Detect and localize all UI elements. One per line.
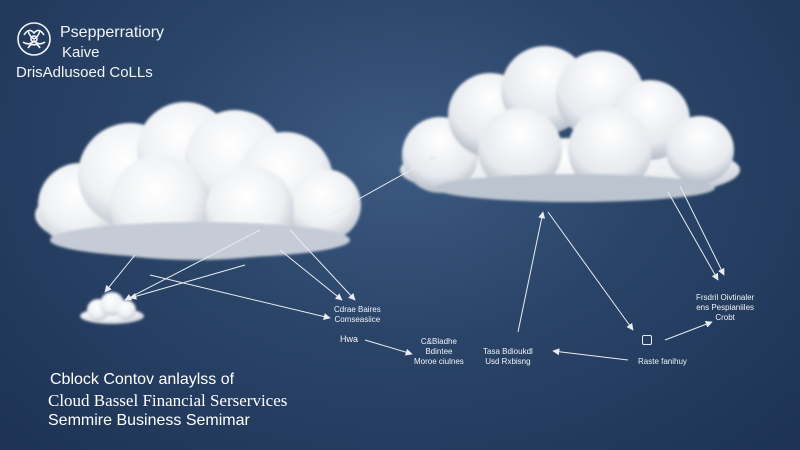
node-4-line-2: Usd Rxbisng	[485, 357, 531, 366]
node-6: Frsdril Oivtinaler ens Pespianiiles Crob…	[696, 293, 754, 323]
connector-line	[129, 264, 246, 300]
caption-line-3: Semmire Business Semimar	[48, 412, 250, 429]
connector-line	[679, 185, 725, 276]
node-6-line-2: ens Pespianiiles	[696, 303, 755, 312]
node-3-line-1: C&Bladhe	[420, 337, 457, 346]
node-6-line-1: Frsdril Oivtinaler	[696, 293, 755, 302]
node-1-line-1: Cdrae Baires	[334, 305, 381, 314]
node-2: Hwa	[340, 334, 358, 345]
connector-line	[667, 191, 719, 281]
connector-line	[289, 229, 356, 301]
node-1: Cdrae Baires Comseasiice	[334, 305, 381, 325]
node-5: Raste fanihuy	[638, 357, 687, 367]
logo-line-3: DrisAdlusoed CoLLs	[16, 64, 153, 81]
connector-line	[517, 211, 546, 333]
caption-line-2: Cloud Bassel Financial Serservices	[48, 391, 288, 410]
logo-line-2: Kaive	[62, 44, 100, 61]
connector-line	[364, 339, 413, 356]
node-6-line-3: Crobt	[715, 313, 735, 322]
cloud-left	[35, 102, 361, 260]
connector-line	[279, 249, 343, 301]
node-2-line-1: Hwa	[340, 334, 359, 344]
brain-icon	[14, 19, 54, 59]
cloud-right	[400, 46, 740, 202]
node-box-icon-wrap	[642, 335, 654, 345]
connector-line	[547, 211, 634, 331]
connector-line	[664, 320, 713, 341]
connector-line	[552, 348, 629, 361]
logo-line-1: Psepperratiory	[60, 24, 165, 41]
node-1-line-2: Comseasiice	[334, 315, 381, 324]
caption-line-1: Cblock Contov anlaylss of	[50, 371, 235, 388]
cloud-small	[80, 292, 144, 324]
connector-line	[124, 229, 261, 301]
node-5-line-1: Raste fanihuy	[638, 357, 687, 366]
connector-line	[149, 274, 331, 320]
square-icon	[642, 335, 652, 345]
node-4-line-1: Tasa Bdioukdl	[483, 347, 533, 356]
node-3-line-2: Bdintee	[425, 347, 453, 356]
connector-line	[329, 155, 437, 216]
node-4: Tasa Bdioukdl Usd Rxbisng	[483, 347, 533, 367]
node-3-line-3: Moroe ciulnes	[414, 357, 464, 366]
node-3: C&Bladhe Bdintee Moroe ciulnes	[414, 337, 464, 367]
connector-line	[104, 254, 136, 293]
